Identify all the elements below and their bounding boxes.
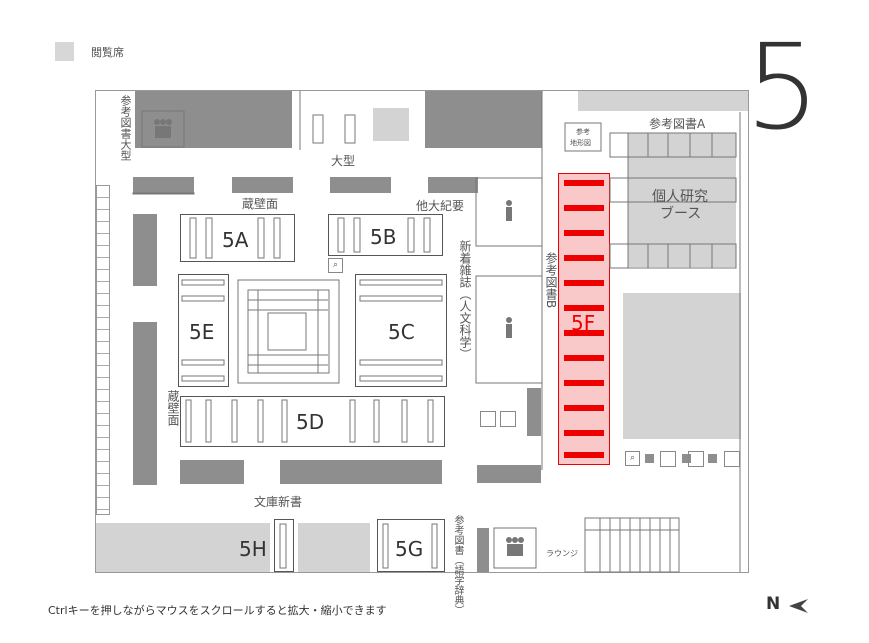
pc-icon	[480, 411, 496, 427]
pc-icon	[500, 411, 516, 427]
printer-icon	[724, 451, 740, 467]
shelf	[133, 177, 194, 193]
floor-plan[interactable]	[95, 90, 749, 573]
printer-icon	[688, 451, 704, 467]
shelf	[527, 388, 541, 436]
shelf-block-5h[interactable]	[274, 519, 294, 572]
seat-area	[623, 293, 741, 439]
label-zouhekimen-top: 蔵壁面	[242, 197, 279, 211]
label-bunko: 文庫新書	[254, 495, 303, 509]
seat-area	[578, 91, 748, 111]
search-icon[interactable]: ⌕	[625, 451, 640, 466]
area-label-5a: 5A	[222, 228, 249, 252]
seat-area	[373, 108, 409, 141]
label-kojin-2: ブース	[660, 206, 702, 222]
legend-label: 閲覧席	[91, 46, 124, 59]
floor-number: 5	[745, 18, 821, 156]
label-sankou-b: 参考図書B	[544, 252, 558, 309]
label-shinchaku: 新着雑誌（人文科学）	[458, 240, 472, 360]
shelf	[135, 91, 292, 148]
wall-shelf	[96, 185, 110, 515]
terminal-icon	[708, 454, 717, 463]
shelf	[330, 177, 391, 193]
area-label-5c: 5C	[388, 320, 415, 344]
label-chikei-2: 地形図	[570, 139, 591, 147]
label-zouhekimen-left: 蔵壁面	[166, 390, 180, 426]
shelf	[232, 177, 293, 193]
shelf	[477, 465, 541, 483]
shelf-block-5e[interactable]	[178, 274, 229, 387]
label-sankou-a: 参考図書A	[649, 117, 706, 131]
search-icon[interactable]: ⌕	[328, 258, 343, 273]
label-chikei-1: 参考	[576, 128, 590, 136]
shelf-block-5c[interactable]	[355, 274, 447, 387]
area-label-5g: 5G	[395, 537, 424, 561]
seat-area	[298, 523, 370, 572]
area-label-5b: 5B	[370, 225, 397, 249]
shelf	[428, 177, 478, 193]
shelf	[425, 91, 542, 148]
label-lounge: ラウンジ	[546, 549, 578, 558]
label-hoka-kiyou: 他大紀要	[416, 199, 465, 213]
label-oogata: 大型	[331, 154, 356, 168]
terminal-icon	[645, 454, 654, 463]
area-label-5e: 5E	[189, 320, 215, 344]
shelf	[133, 322, 157, 485]
shelf-block-5d[interactable]	[180, 396, 445, 447]
legend-swatch	[55, 42, 74, 61]
copier-icon	[660, 451, 676, 467]
label-sankou-gogaku: 参考図書（語学辞典）	[452, 515, 463, 615]
area-label-5f: 5F	[571, 311, 596, 335]
shelf-block-5a[interactable]	[180, 214, 295, 262]
shelf-block-5f[interactable]	[558, 173, 610, 465]
shelf	[133, 214, 157, 286]
zoom-hint: Ctrlキーを押しながらマウスをスクロールすると拡大・縮小できます	[48, 604, 387, 617]
terminal-icon	[682, 454, 691, 463]
area-label-5d: 5D	[296, 410, 325, 434]
north-label: N	[766, 594, 781, 614]
shelf	[180, 460, 244, 484]
shelf	[280, 460, 442, 484]
label-sankou-oogata: 参考図書大型	[119, 95, 132, 161]
shelf	[477, 528, 489, 572]
area-label-5h: 5H	[239, 537, 267, 561]
label-kojin-1: 個人研究	[652, 189, 708, 205]
seat-area	[628, 133, 736, 267]
seat-area	[96, 523, 270, 572]
